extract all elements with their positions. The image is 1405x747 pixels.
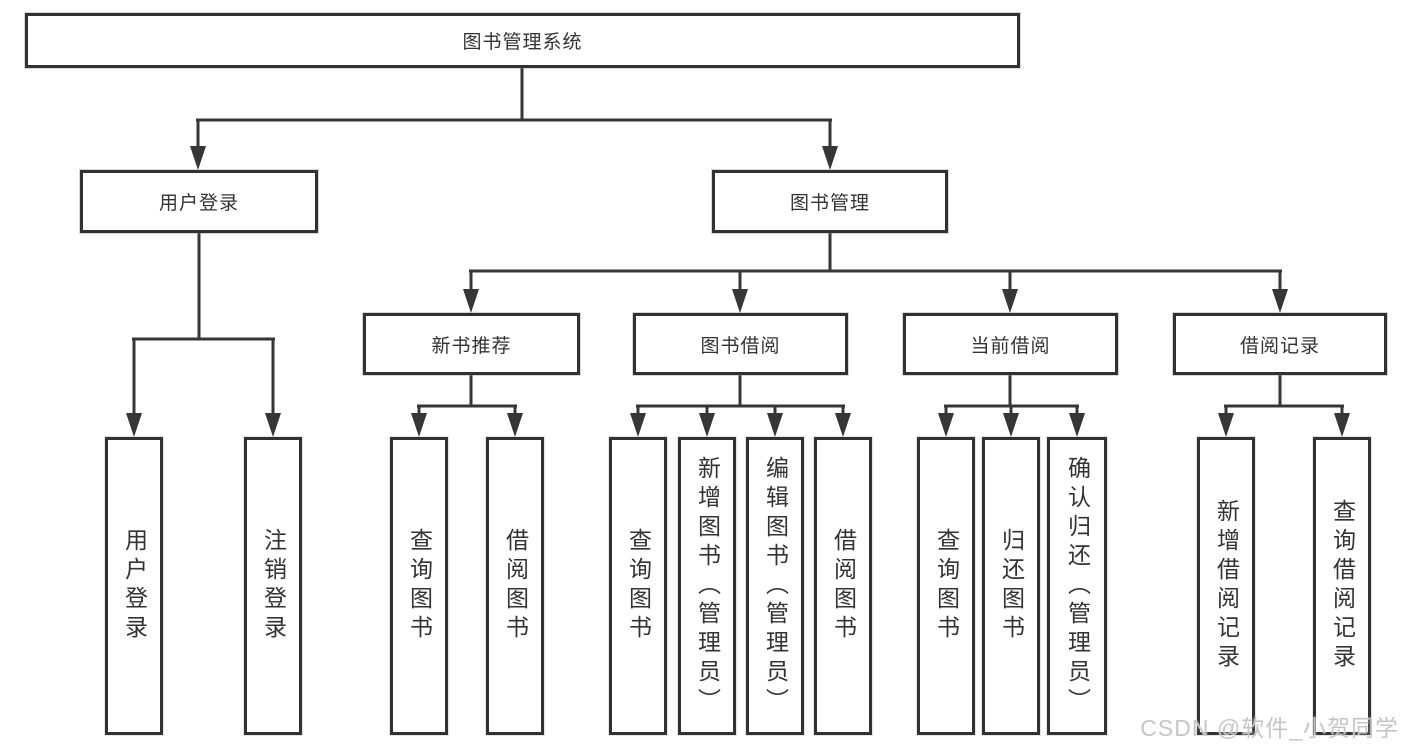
node-book-management: 图书管理 [712, 170, 948, 233]
leaf-edit-books-admin: 编辑图书（管理员） [746, 437, 804, 735]
node-book-borrow-label: 图书借阅 [700, 335, 781, 357]
leaf-add-borrow-record-label: 新增借阅记录 [1213, 499, 1240, 673]
leaf-return-books: 归还图书 [982, 437, 1040, 735]
leaf-add-books-admin: 新增图书（管理员） [678, 437, 736, 735]
leaf-user-login: 用户登录 [105, 437, 163, 735]
node-root: 图书管理系统 [25, 13, 1020, 68]
leaf-query-books-borrow: 查询图书 [609, 437, 667, 735]
leaf-borrow-books-recommend-label: 借阅图书 [502, 528, 529, 644]
leaf-confirm-return-admin: 确认归还（管理员） [1047, 437, 1107, 735]
node-root-label: 图书管理系统 [462, 32, 583, 53]
node-current-borrow-label: 当前借阅 [970, 335, 1051, 357]
leaf-query-books-borrow-label: 查询图书 [625, 528, 652, 644]
node-borrow-records-label: 借阅记录 [1239, 335, 1320, 357]
node-borrow-records: 借阅记录 [1173, 313, 1387, 375]
node-current-borrow: 当前借阅 [903, 313, 1118, 375]
leaf-confirm-return-admin-label: 确认归还（管理员） [1064, 455, 1091, 717]
leaf-query-books-current-label: 查询图书 [933, 528, 960, 644]
leaf-query-books-recommend: 查询图书 [390, 437, 448, 735]
leaf-user-login-label: 用户登录 [121, 528, 148, 644]
leaf-add-borrow-record: 新增借阅记录 [1197, 437, 1255, 735]
leaf-logout: 注销登录 [244, 437, 302, 735]
node-book-borrow: 图书借阅 [633, 313, 848, 375]
node-new-book-recommend: 新书推荐 [363, 313, 580, 375]
leaf-logout-label: 注销登录 [260, 528, 287, 644]
leaf-borrow-books-label: 借阅图书 [830, 528, 857, 644]
leaf-query-books-current: 查询图书 [917, 437, 975, 735]
leaf-query-borrow-record: 查询借阅记录 [1313, 437, 1371, 735]
leaf-add-books-admin-label: 新增图书（管理员） [694, 455, 721, 717]
node-user-login-label: 用户登录 [158, 193, 239, 214]
node-new-book-recommend-label: 新书推荐 [431, 335, 512, 357]
node-user-login: 用户登录 [80, 170, 318, 233]
leaf-query-books-recommend-label: 查询图书 [406, 528, 433, 644]
leaf-query-borrow-record-label: 查询借阅记录 [1329, 499, 1356, 673]
leaf-edit-books-admin-label: 编辑图书（管理员） [762, 455, 789, 717]
leaf-borrow-books-recommend: 借阅图书 [486, 437, 544, 735]
leaf-borrow-books: 借阅图书 [814, 437, 872, 735]
node-book-management-label: 图书管理 [789, 193, 870, 214]
csdn-watermark: CSDN @软件_小贺同学 [1140, 715, 1399, 741]
leaf-return-books-label: 归还图书 [998, 528, 1025, 644]
